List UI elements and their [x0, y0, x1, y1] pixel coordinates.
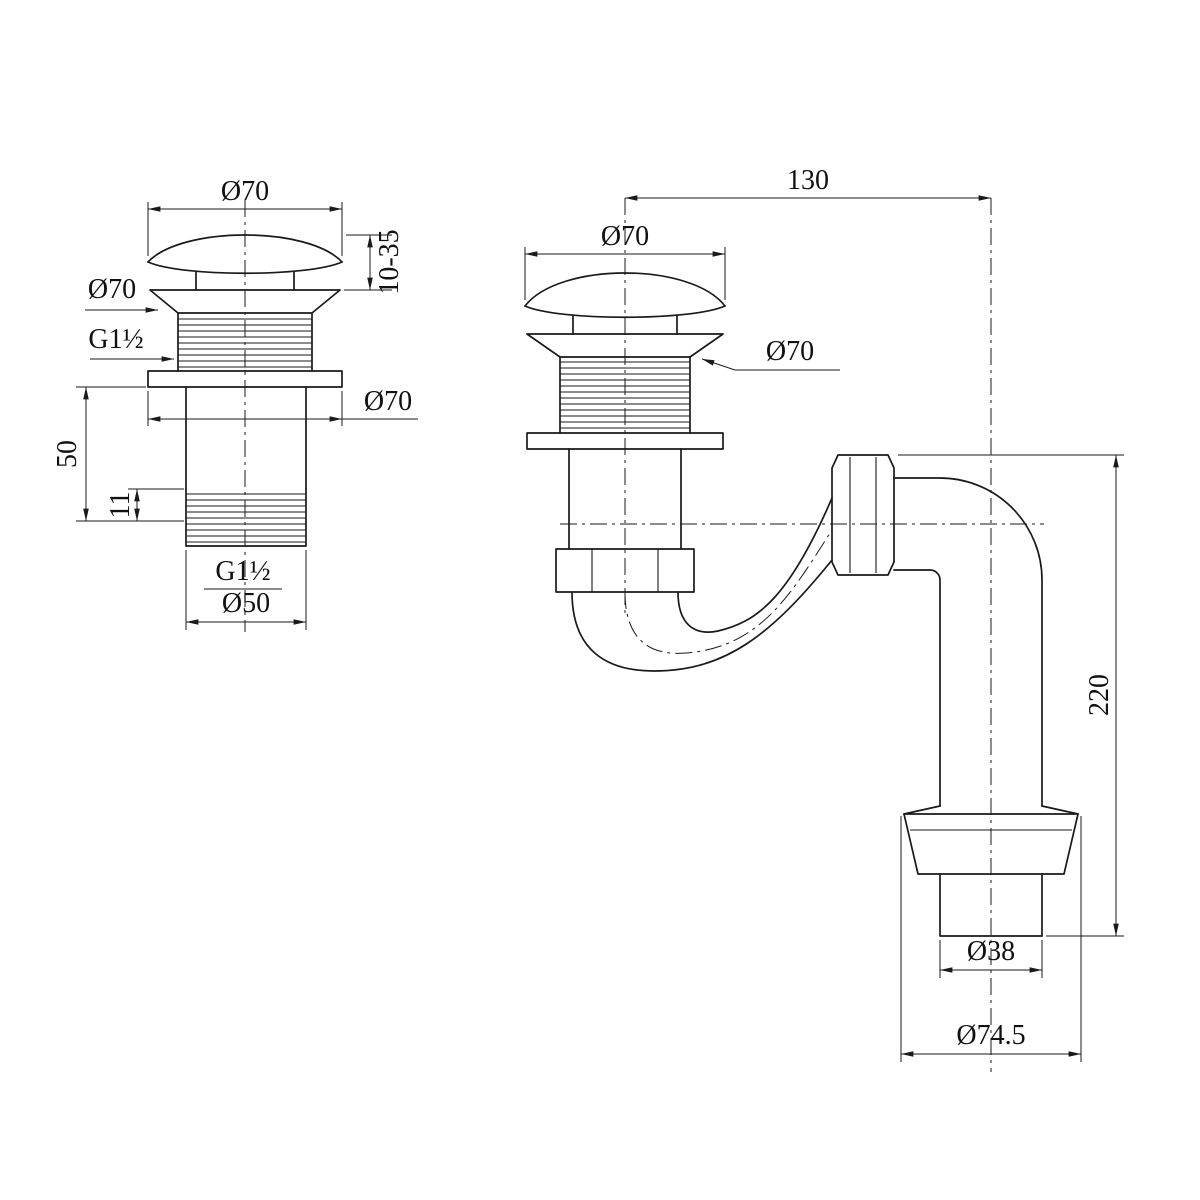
right-threads	[559, 356, 691, 434]
dim-label-right-height: 220	[1084, 674, 1115, 716]
dim-left-flange-diameter: Ø70	[85, 274, 159, 313]
dim-right-flange-diameter: Ø70	[701, 336, 840, 371]
right-backnut	[555, 548, 695, 593]
trap-coupling-nut	[831, 454, 895, 576]
dim-label-left-thread-top: G1½	[88, 324, 143, 355]
right-view: 130 Ø70 Ø70 220 Ø38 Ø74.5	[524, 165, 1124, 1072]
dim-label-left-tail-diameter: Ø50	[222, 588, 270, 619]
dim-left-cap-diameter: Ø70	[147, 176, 343, 256]
dim-right-height: 220	[898, 454, 1124, 937]
dim-left-thread-bottom: G1½	[204, 556, 282, 590]
dim-right-offset: 130	[624, 165, 992, 201]
right-plate-flange	[526, 432, 724, 450]
left-upper-threads	[177, 312, 313, 372]
left-upper-flange	[149, 289, 341, 314]
dim-left-thread-length: 11	[105, 488, 184, 522]
dim-label-left-flange-diameter: Ø70	[88, 274, 136, 305]
left-plate-flange	[147, 370, 343, 388]
trap-elbow	[893, 477, 1043, 807]
dim-left-cap-travel: 10-35	[344, 229, 405, 295]
dim-label-right-cap-diameter: Ø70	[601, 221, 649, 252]
dim-left-tail-diameter: Ø50	[185, 550, 307, 630]
left-cap	[147, 234, 343, 291]
dim-label-left-thread-bottom: G1½	[215, 556, 270, 587]
dim-label-left-cap-diameter: Ø70	[221, 176, 269, 207]
left-lower-threads	[185, 488, 307, 547]
dim-label-left-body-flange-diameter: Ø70	[364, 386, 412, 417]
dim-label-left-thread-length: 11	[105, 492, 136, 519]
dim-right-outlet-diameter: Ø38	[939, 936, 1043, 978]
outlet-fitting	[903, 805, 1079, 937]
dim-label-left-body-length: 50	[52, 440, 83, 468]
dim-left-body-length: 50	[52, 386, 184, 522]
dim-label-right-flange-diameter: Ø70	[766, 336, 814, 367]
right-upper-flange	[526, 333, 724, 358]
right-body	[568, 448, 682, 550]
right-trap-centerline	[624, 529, 833, 654]
dim-left-thread-top: G1½	[88, 324, 175, 362]
dim-label-left-cap-travel: 10-35	[374, 229, 405, 294]
left-view: Ø70 10-35 Ø70 G1½ Ø70 50	[52, 176, 418, 632]
dim-right-cap-diameter: Ø70	[524, 221, 726, 300]
dim-label-right-outlet-diameter: Ø38	[967, 936, 1015, 967]
dim-label-right-trap-flange-diameter: Ø74.5	[956, 1020, 1025, 1051]
left-body	[185, 386, 307, 490]
dim-label-right-offset: 130	[787, 165, 829, 196]
dim-right-trap-flange-diameter: Ø74.5	[900, 816, 1082, 1062]
right-cap	[524, 272, 726, 335]
trap-bend	[571, 497, 833, 672]
dim-left-body-flange-diameter: Ø70	[147, 386, 418, 426]
